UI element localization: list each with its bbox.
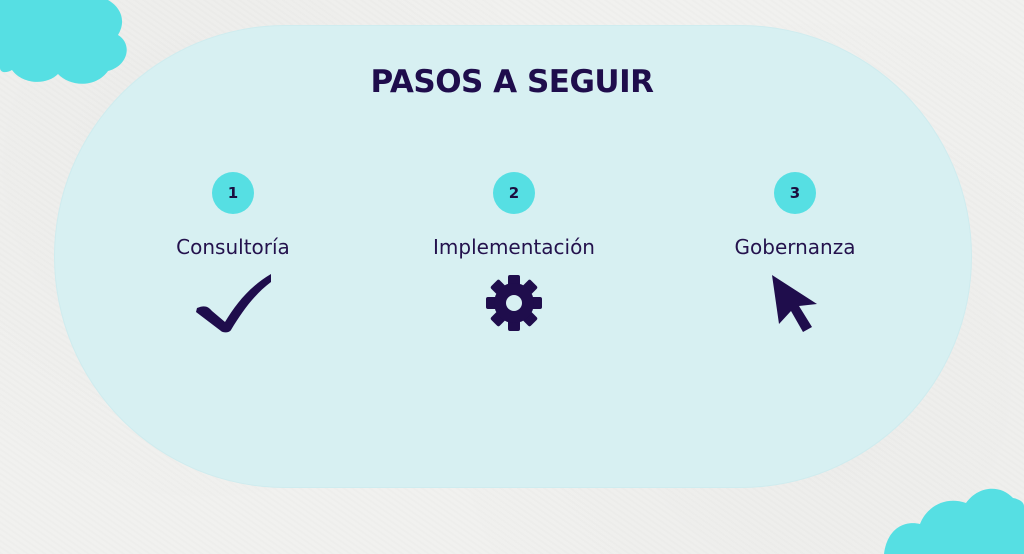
decorative-cloud-top-left <box>0 0 127 84</box>
decorative-cloud-bottom-right <box>884 488 1024 554</box>
cursor-icon <box>755 267 835 339</box>
step-number-badge: 2 <box>493 172 535 214</box>
checkmark-icon <box>193 267 273 339</box>
step-label: Gobernanza <box>734 235 856 259</box>
step-label: Consultoría <box>176 235 290 259</box>
gear-icon <box>474 267 554 339</box>
step-consultoria: 1 Consultoría <box>123 172 343 342</box>
steps-panel <box>54 25 972 488</box>
step-number-badge: 1 <box>212 172 254 214</box>
page-title: PASOS A SEGUIR <box>370 64 654 100</box>
step-label: Implementación <box>433 235 595 259</box>
step-implementacion: 2 Implementación <box>404 172 624 342</box>
step-number-badge: 3 <box>774 172 816 214</box>
step-gobernanza: 3 Gobernanza <box>685 172 905 342</box>
